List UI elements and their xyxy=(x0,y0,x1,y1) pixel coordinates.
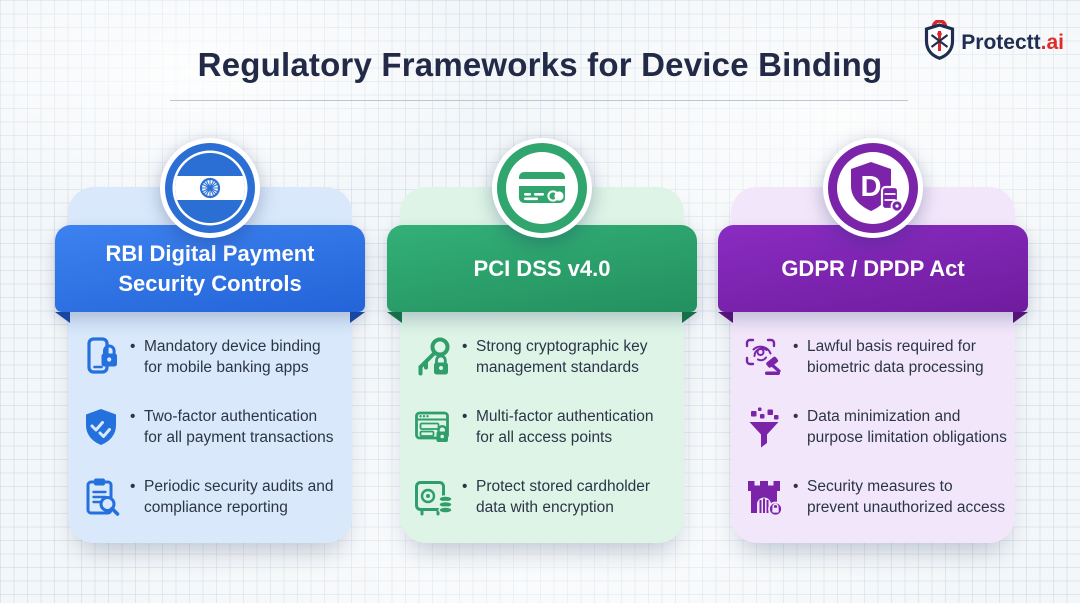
list-item-text: Mandatory device binding for mobile bank… xyxy=(129,336,321,378)
clipboard-audit-icon xyxy=(80,476,122,518)
key-lock-icon xyxy=(412,336,454,378)
rbi-column: RBI Digital Payment Security Controls xyxy=(55,138,365,563)
list-item: Strong cryptographic key management stan… xyxy=(412,336,689,378)
rbi-banner: RBI Digital Payment Security Controls xyxy=(55,225,365,312)
gdpr-banner: GDPR / DPDP Act xyxy=(718,225,1028,312)
list-item: Lawful basis required for biometric data… xyxy=(743,336,1020,378)
list-item-text: Security measures to prevent unauthorize… xyxy=(792,476,1005,518)
list-item: Periodic security audits and compliance … xyxy=(80,476,357,518)
shield-d-icon: D xyxy=(823,138,923,238)
protectt-shield-icon xyxy=(924,19,955,65)
pci-banner: PCI DSS v4.0 xyxy=(387,225,697,312)
gdpr-banner-title: GDPR / DPDP Act xyxy=(781,255,965,281)
rbi-banner-title: RBI Digital Payment Security Controls xyxy=(105,240,315,296)
list-item: Two-factor authentication for all paymen… xyxy=(80,406,357,448)
list-item-text: Strong cryptographic key management stan… xyxy=(461,336,647,378)
list-item-text: Multi-factor authentication for all acce… xyxy=(461,406,653,448)
fingerprint-gavel-icon xyxy=(743,336,785,378)
list-item-text: Two-factor authentication for all paymen… xyxy=(129,406,334,448)
svg-text:D: D xyxy=(861,171,882,203)
safe-coins-icon xyxy=(412,476,454,518)
list-item: Security measures to prevent unauthorize… xyxy=(743,476,1020,518)
india-flag-icon xyxy=(160,138,260,238)
list-item: Multi-factor authentication for all acce… xyxy=(412,406,689,448)
list-item-text: Periodic security audits and compliance … xyxy=(129,476,334,518)
pci-column: PCI DSS v4.0 xyxy=(387,138,697,563)
data-funnel-icon xyxy=(743,406,785,448)
pci-banner-title: PCI DSS v4.0 xyxy=(473,255,611,281)
gdpr-items: Lawful basis required for biometric data… xyxy=(743,336,1020,518)
logo-brand-text: Protectt xyxy=(961,30,1041,54)
rbi-items: Mandatory device binding for mobile bank… xyxy=(80,336,357,518)
logo-suffix-text: .ai xyxy=(1040,30,1064,54)
page-title: Regulatory Frameworks for Device Binding xyxy=(197,46,883,83)
gdpr-column: GDPR / DPDP Act D xyxy=(718,138,1028,563)
logo-wordmark: Protectt.ai xyxy=(961,31,1064,55)
list-item: Data minimization and purpose limitation… xyxy=(743,406,1020,448)
castle-lock-icon xyxy=(743,476,785,518)
list-item-text: Protect stored cardholder data with encr… xyxy=(461,476,650,518)
title-underline xyxy=(170,100,908,101)
credit-card-icon xyxy=(492,138,592,238)
list-item-text: Data minimization and purpose limitation… xyxy=(792,406,1007,448)
protectt-logo: Protectt.ai xyxy=(924,19,1064,65)
phone-lock-icon xyxy=(80,336,122,378)
list-item: Mandatory device binding for mobile bank… xyxy=(80,336,357,378)
browser-lock-icon xyxy=(412,406,454,448)
list-item: Protect stored cardholder data with encr… xyxy=(412,476,689,518)
list-item-text: Lawful basis required for biometric data… xyxy=(792,336,984,378)
shield-check-icon xyxy=(80,406,122,448)
pci-items: Strong cryptographic key management stan… xyxy=(412,336,689,518)
